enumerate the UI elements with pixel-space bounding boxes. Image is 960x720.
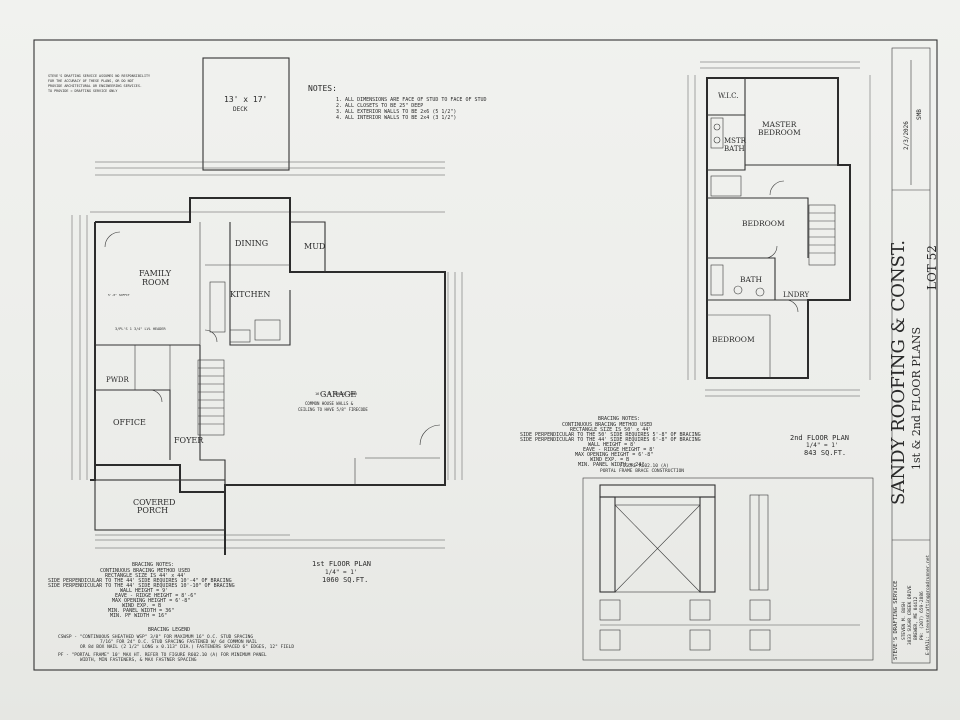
svg-text:WIND EXP. = B: WIND EXP. = B [122,603,161,609]
bracing-legend: BRACING LEGEND CSWSP - "CONTINUOUS SHEAT… [58,627,294,663]
notes-heading: NOTES: [308,84,337,93]
garage-note-2: CEILING TO HAVE 5/8" FIRECODE [298,407,368,412]
second-floor-area: 843 SQ.FT. [804,449,846,457]
first-floor-title: 1st FLOOR PLAN [312,560,371,568]
figure-title: FIGURE R602.10 (A) [620,463,669,469]
deck-label: DECK [233,106,248,113]
room-label-master: MASTER [762,120,797,129]
bracing-notes-1-heading: BRACING NOTES: [132,562,174,568]
second-floor-title: 2nd FLOOR PLAN [790,434,849,442]
room-label-family-2: ROOM [142,278,169,287]
bracing-legend-heading: BRACING LEGEND [148,627,190,633]
room-label-mstr-bath-2: BATH [724,145,745,153]
room-label-office: OFFICE [113,418,146,427]
svg-text:EAVE - RIDGE HEIGHT = 8': EAVE - RIDGE HEIGHT = 8' [583,447,655,453]
note-item-4: 4. ALL INTERIOR WALLS TO BE 2x4 (3 1/2") [336,115,456,121]
room-label-porch-2: PORCH [137,506,168,515]
svg-text:MIN. PF WIDTH = 16": MIN. PF WIDTH = 16" [110,613,167,619]
note-item-3: 3. ALL EXTERIOR WALLS TO BE 2x6 (5 1/2") [336,109,456,115]
bracing-notes-2-heading: BRACING NOTES: [598,416,640,422]
kitchen-counter [209,281,226,333]
room-label-bath: BATH [740,275,763,284]
svg-text:WALL HEIGHT = 9': WALL HEIGHT = 9' [120,588,168,594]
room-label-mud: MUD [304,242,325,251]
svg-text:MAX OPENING HEIGHT = 6'-8": MAX OPENING HEIGHT = 6'-8" [575,452,653,458]
svg-text:E-MAIL: stevesdrafting@roadrun: E-MAIL: stevesdrafting@roadrunner.net [925,554,931,655]
disclaimer-line-3: PROVIDE ARCHITECTURAL OR ENGINEERING SER… [48,84,142,88]
svg-text:WALL HEIGHT = 8': WALL HEIGHT = 8' [588,442,636,448]
svg-text:CSWSP - "CONTINUOUS SHEATHED W: CSWSP - "CONTINUOUS SHEATHED WSP" 3/8" F… [58,634,253,640]
second-floor-scale: 1/4" = 1' [806,442,839,449]
room-label-kitchen: KITCHEN [230,290,270,299]
note-item-2: 2. ALL CLOSETS TO BE 25" DEEP [336,103,423,109]
lot-number: LOT 52 [925,245,939,290]
svg-text:WIND EXP. = B: WIND EXP. = B [590,457,629,463]
svg-text:5'-0" SOFFIT: 5'-0" SOFFIT [108,293,130,297]
stair-first-floor [197,359,225,436]
room-label-wic: W.I.C. [718,92,739,100]
svg-text:MIN. PANEL WIDTH = 36": MIN. PANEL WIDTH = 36" [108,608,174,614]
bracing-notes-second-floor: BRACING NOTES: CONTINUOUS BRACING METHOD… [520,416,701,468]
deck-outline [202,57,290,171]
svg-text:MAX OPENING HEIGHT = 6'-8": MAX OPENING HEIGHT = 6'-8" [112,598,190,604]
svg-text:16' x 9' GARAGE DOOR: 16' x 9' GARAGE DOOR [315,392,358,396]
svg-text:3/PL'S 1 3/4" LVL HEADER: 3/PL'S 1 3/4" LVL HEADER [115,327,166,331]
svg-text:SIDE PERPENDICULAR TO THE 44': SIDE PERPENDICULAR TO THE 44' SIDE REQUI… [48,583,235,589]
room-label-lndry: LNDRY [783,291,809,299]
company-name: SANDY ROOFING & CONST. [888,240,909,505]
first-floor-scale: 1/4" = 1' [325,569,358,576]
svg-text:OR 8d BOX NAIL (2 1/2" LONG x: OR 8d BOX NAIL (2 1/2" LONG x 0.113" DIA… [80,644,294,650]
svg-text:7/16" FOR 24" O.C. STUD SPACIN: 7/16" FOR 24" O.C. STUD SPACING FASTENED… [100,639,257,645]
room-label-family: FAMILY [139,269,172,278]
svg-text:BREWER, ME 04412: BREWER, ME 04412 [913,596,919,640]
svg-text:PH: (207) 659-2886: PH: (207) 659-2886 [919,591,925,640]
stair-second-floor [808,204,836,266]
svg-text:EAVE - RIDGE HEIGHT = 8'-6": EAVE - RIDGE HEIGHT = 8'-6" [115,593,196,599]
service-name: STEVE'S DRAFTING SERVICE [893,581,899,660]
svg-text:SIDE PERPENDICULAR TO THE 44': SIDE PERPENDICULAR TO THE 44' SIDE REQUI… [48,578,232,584]
svg-text:MIN. PANEL WIDTH = 24": MIN. PANEL WIDTH = 24" [578,462,644,468]
room-label-garage: GARAGE [320,390,356,399]
disclaimer-line-2: FOR THE ACCURACY OF THESE PLANS, OR DO N… [48,79,134,83]
room-label-dining: DINING [235,239,268,248]
room-label-pwdr: PWDR [106,376,130,384]
note-item-1: 1. ALL DIMENSIONS ARE FACE OF STUD TO FA… [336,97,487,103]
covered-porch-outline [94,479,226,531]
svg-text:CONTINUOUS BRACING METHOD USED: CONTINUOUS BRACING METHOD USED [100,568,190,574]
drawn-by: SMB [916,109,923,120]
room-label-porch: COVERED [133,498,175,507]
title-block-frame [891,47,931,664]
svg-text:3833 SUGAR CREEK DRIVE: 3833 SUGAR CREEK DRIVE [907,585,913,645]
second-floor-plan [687,61,871,397]
title-block: SANDY ROOFING & CONST. LOT 52 1st & 2nd … [888,109,939,660]
svg-text:SIDE PERPENDICULAR TO THE 50': SIDE PERPENDICULAR TO THE 50' SIDE REQUI… [520,432,701,438]
room-label-bedroom-1: BEDROOM [742,219,785,228]
svg-text:PF - "PORTAL FRAME" 10' MAX HT: PF - "PORTAL FRAME" 10' MAX HT. REFER TO… [58,652,267,658]
bracing-notes-first-floor: BRACING NOTES: CONTINUOUS BRACING METHOD… [48,562,235,619]
svg-text:RECTANGLE SIZE IS 50' x 44': RECTANGLE SIZE IS 50' x 44' [570,427,651,433]
room-label-foyer: FOYER [174,436,204,445]
svg-text:WIDTH, MIN FASTENERS, & MAX FA: WIDTH, MIN FASTENERS, & MAX FASTNER SPAC… [80,657,197,663]
first-floor-plan: 5'-0" SOFFIT 3/PL'S 1 3/4" LVL HEADER 16… [71,57,463,555]
svg-text:RECTANGLE SIZE IS 44' x 44': RECTANGLE SIZE IS 44' x 44' [105,573,186,579]
svg-text:STEVEN M. BUSH: STEVEN M. BUSH [901,602,907,640]
disclaimer-line-1: STEVE'S DRAFTING SERVICE ASSUMES NO RESP… [48,74,150,78]
sheet-border [33,39,938,671]
room-label-mstr-bath: MSTR [724,137,747,145]
svg-text:CONTINUOUS BRACING METHOD USED: CONTINUOUS BRACING METHOD USED [562,422,652,428]
sheet-title: 1st & 2nd FLOOR PLANS [910,327,923,470]
disclaimer-line-4: TO PROVIDE = DRAFTING SERVICE ONLY [48,89,117,93]
room-label-master-2: BEDROOM [758,128,801,137]
portal-frame-figure: FIGURE R602.10 (A) PORTAL FRAME BRACE CO… [582,463,874,661]
figure-subtitle: PORTAL FRAME BRACE CONSTRUCTION [600,468,684,474]
first-floor-area: 1060 SQ.FT. [322,576,368,584]
garage-note-1: COMMON HOUSE WALLS & [305,401,354,406]
drawing-date: 2/3/2026 [903,121,910,150]
svg-text:SIDE PERPENDICULAR TO THE 44': SIDE PERPENDICULAR TO THE 44' SIDE REQUI… [520,437,701,443]
deck-size-label: 13' x 17' [224,95,267,104]
room-label-bedroom-2: BEDROOM [712,335,755,344]
